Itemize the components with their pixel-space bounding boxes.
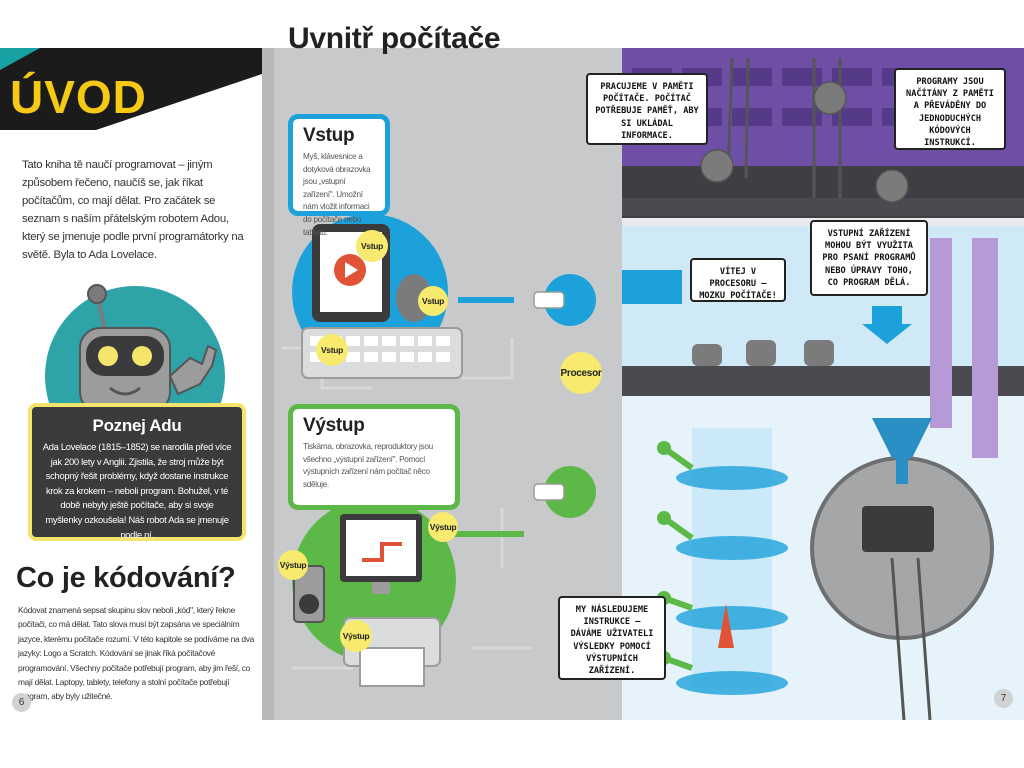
page-number-left: 6 (12, 693, 31, 712)
section-title-inside: Uvnitř počítače (288, 22, 501, 55)
intro-paragraph: Tato kniha tě naučí programovat – jiným … (22, 159, 244, 261)
output-box-text: Tiskárna, obrazovka, reproduktory jsou v… (303, 442, 433, 489)
coding-paragraph: Kódovat znamená sepsat skupinu slov nebo… (18, 605, 254, 702)
input-tag-keyboard: Vstup (316, 334, 348, 366)
output-tag-speaker: Výstup (278, 550, 308, 580)
output-devices-illustration (292, 500, 524, 687)
output-tag-monitor: Výstup (428, 512, 458, 542)
speech-bubble-welcome: VÍTEJ V PROCESORU – MOZKU POČÍTAČE! (690, 258, 786, 302)
input-tag-tablet: Vstup (356, 230, 388, 262)
book-spread: ÚVOD Tato kniha tě naučí programovat – j… (0, 48, 1024, 720)
page-number-right: 7 (994, 689, 1013, 708)
input-box-title: Vstup (303, 125, 355, 146)
left-page: ÚVOD Tato kniha tě naučí programovat – j… (0, 48, 262, 720)
speech-bubble-input-devices: VSTUPNÍ ZAŘÍZENÍ MOHOU BÝT VYUŽITA PRO P… (810, 220, 928, 296)
speech-bubble-follow: MY NÁSLEDUJEME INSTRUKCE – DÁVÁME UŽIVAT… (558, 596, 666, 680)
page-gutter (262, 48, 274, 720)
processor-tag: Procesor (560, 352, 602, 394)
input-devices-illustration (292, 214, 514, 379)
processor-ports (533, 274, 596, 518)
info-box-text: Ada Lovelace (1815–1852) se narodila pře… (42, 441, 232, 540)
computer-interior-illustration (552, 48, 1024, 720)
input-box-text: Myš, klávesnice a dotyková obrazovka jso… (303, 152, 371, 237)
ada-robot-illustration (45, 284, 225, 416)
speech-bubble-memory: PRACUJEME V PAMĚTI POČÍTAČE. POČÍTAČ POT… (586, 73, 708, 145)
output-box-title: Výstup (303, 415, 365, 436)
input-tag-mouse: Vstup (418, 286, 448, 316)
output-tag-printer: Výstup (340, 620, 372, 652)
title-banner (0, 48, 262, 130)
input-info-box: Vstup Myš, klávesnice a dotyková obrazov… (288, 114, 390, 237)
ada-info-box: Poznej Adu Ada Lovelace (1815–1852) se n… (28, 403, 246, 541)
section-title: ÚVOD (10, 71, 147, 123)
right-page: PRACUJEME V PAMĚTI POČÍTAČE. POČÍTAČ POT… (552, 48, 1024, 720)
speech-bubble-programs: PROGRAMY JSOU NAČÍTÁNY Z PAMĚTI A PŘEVÁD… (894, 68, 1006, 150)
output-info-box: Výstup Tiskárna, obrazovka, reproduktory… (288, 404, 460, 510)
info-box-title: Poznej Adu (92, 416, 182, 435)
coding-title: Co je kódování? (16, 562, 236, 594)
